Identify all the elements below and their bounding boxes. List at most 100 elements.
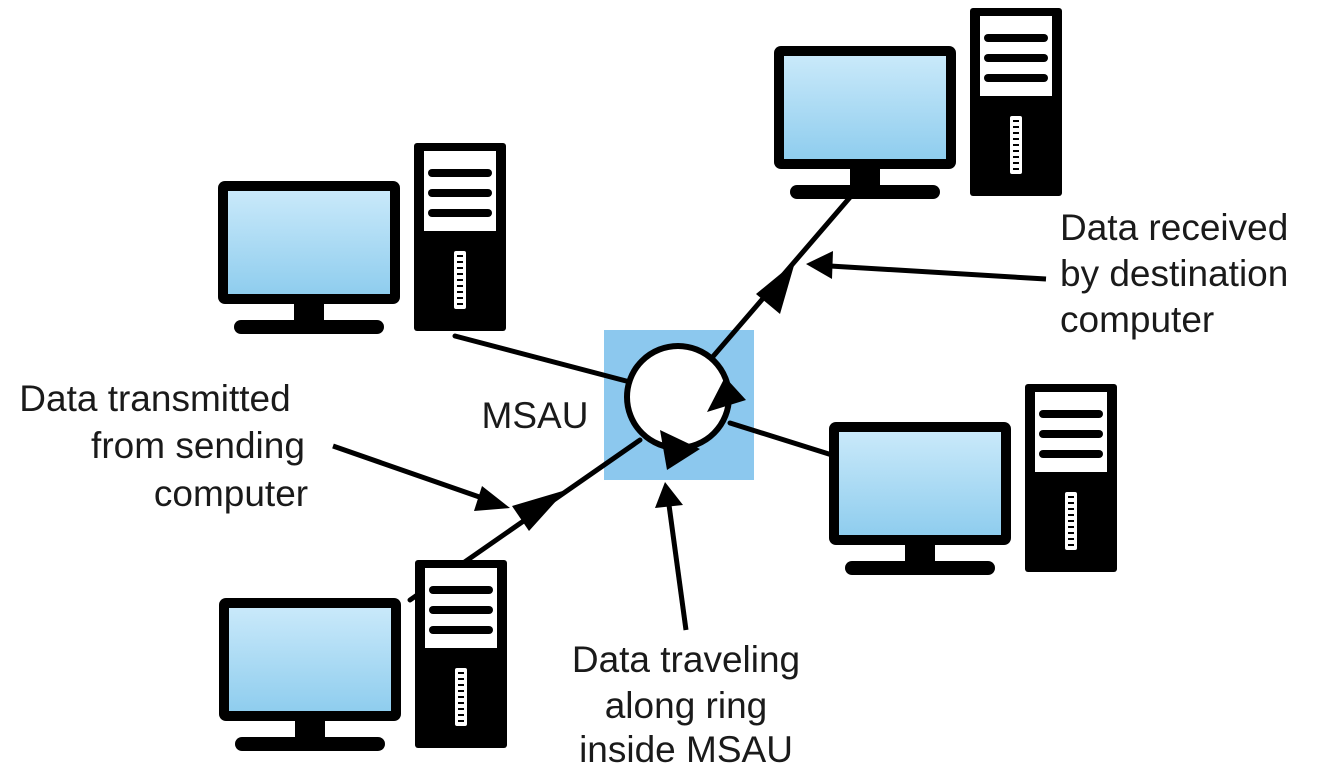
annotation-traveling: Data traveling along ring inside MSAU <box>572 639 800 770</box>
tower-icon <box>414 143 506 331</box>
monitor-icon <box>774 46 956 199</box>
monitor-stand <box>234 320 384 334</box>
vent-slit <box>1013 162 1019 164</box>
vent-slit <box>1013 126 1019 128</box>
drive-bay-slot <box>428 169 492 177</box>
flow-arrowheads <box>512 262 795 531</box>
drive-bay-slot <box>428 209 492 217</box>
vent-slit <box>457 255 463 257</box>
annotation-transmitted: Data transmitted from sending computer <box>19 378 308 514</box>
annotation-traveling-line-2: along ring <box>605 685 768 726</box>
vent-slit <box>1013 144 1019 146</box>
tower-icon <box>415 560 507 748</box>
computer-right <box>829 384 1117 575</box>
vent-slit <box>1013 138 1019 140</box>
monitor-neck <box>905 545 935 561</box>
pointer-transmitted-head <box>474 486 510 511</box>
vent-slit <box>458 714 464 716</box>
annotation-traveling-line-3: inside MSAU <box>579 729 793 769</box>
drive-bay-slot <box>984 34 1048 42</box>
monitor-screen <box>228 191 390 294</box>
vent-slit <box>458 720 464 722</box>
monitor-screen <box>839 432 1001 535</box>
annotation-pointers <box>332 251 1047 631</box>
vent-slit <box>1068 520 1074 522</box>
msau-ring <box>624 343 732 451</box>
drive-bay-slot <box>1039 450 1103 458</box>
annotation-traveling-line-1: Data traveling <box>572 639 800 680</box>
drive-bay-slot <box>984 54 1048 62</box>
vent-slit <box>1068 532 1074 534</box>
vent-slit <box>1068 538 1074 540</box>
drive-bay-slot <box>984 74 1048 82</box>
monitor-screen <box>229 608 391 711</box>
monitor-stand <box>845 561 995 575</box>
pointer-received <box>829 263 1047 282</box>
computer-bottom-left <box>219 560 507 751</box>
ring-arrowheads <box>660 377 746 470</box>
vent-slit <box>458 702 464 704</box>
computer-top-left <box>218 143 506 334</box>
monitor-icon <box>218 181 400 334</box>
vent-slit <box>457 279 463 281</box>
vent-slit <box>1013 168 1019 170</box>
vent-slit <box>1068 502 1074 504</box>
flow-arrowhead-sending <box>512 490 566 531</box>
vent-slit <box>1013 120 1019 122</box>
vent-slit <box>458 678 464 680</box>
annotation-received-line-2: by destination <box>1060 253 1288 294</box>
vent-slit <box>1013 156 1019 158</box>
pointer-transmitted <box>332 443 489 503</box>
vent-slit <box>458 696 464 698</box>
vent-slit <box>458 672 464 674</box>
drive-bay-slot <box>429 606 493 614</box>
vent-slit <box>457 297 463 299</box>
pointer-traveling <box>666 504 689 631</box>
annotation-received-line-1: Data received <box>1060 207 1288 248</box>
vent-slit <box>1068 514 1074 516</box>
annotation-transmitted-line-2: from sending <box>91 425 305 466</box>
tower-icon <box>970 8 1062 196</box>
vent-slit <box>458 684 464 686</box>
annotation-transmitted-line-1: Data transmitted <box>19 378 290 419</box>
drive-bay-slot <box>429 626 493 634</box>
tower-icon <box>1025 384 1117 572</box>
monitor-neck <box>294 304 324 320</box>
vent-slit <box>1013 132 1019 134</box>
cable-top-left <box>452 333 633 385</box>
ring-arrowhead-right <box>707 377 746 412</box>
msau-label: MSAU <box>482 395 589 436</box>
vent-slit <box>458 708 464 710</box>
annotation-received: Data received by destination computer <box>1060 207 1288 340</box>
ring-arrowhead-bottom <box>660 430 700 470</box>
monitor-icon <box>829 422 1011 575</box>
vent-slit <box>1068 526 1074 528</box>
vent-slit <box>1068 544 1074 546</box>
monitor-stand <box>790 185 940 199</box>
monitor-screen <box>784 56 946 159</box>
pointer-traveling-head <box>655 482 683 508</box>
monitor-neck <box>295 721 325 737</box>
annotation-transmitted-line-3: computer <box>154 473 308 514</box>
vent-slit <box>457 303 463 305</box>
annotation-received-line-3: computer <box>1060 299 1214 340</box>
drive-bay-slot <box>1039 410 1103 418</box>
vent-slit <box>457 291 463 293</box>
vent-slit <box>1068 508 1074 510</box>
pointer-received-head <box>806 251 833 279</box>
vent-slit <box>457 273 463 275</box>
cable-right <box>727 420 835 458</box>
monitor-icon <box>219 598 401 751</box>
vent-slit <box>457 285 463 287</box>
vent-slit <box>1068 496 1074 498</box>
drive-bay-slot <box>1039 430 1103 438</box>
vent-slit <box>457 267 463 269</box>
drive-bay-slot <box>428 189 492 197</box>
vent-slit <box>457 261 463 263</box>
vent-slit <box>458 690 464 692</box>
flow-arrowhead-receiving <box>756 262 795 314</box>
monitor-stand <box>235 737 385 751</box>
vent-slit <box>1013 150 1019 152</box>
